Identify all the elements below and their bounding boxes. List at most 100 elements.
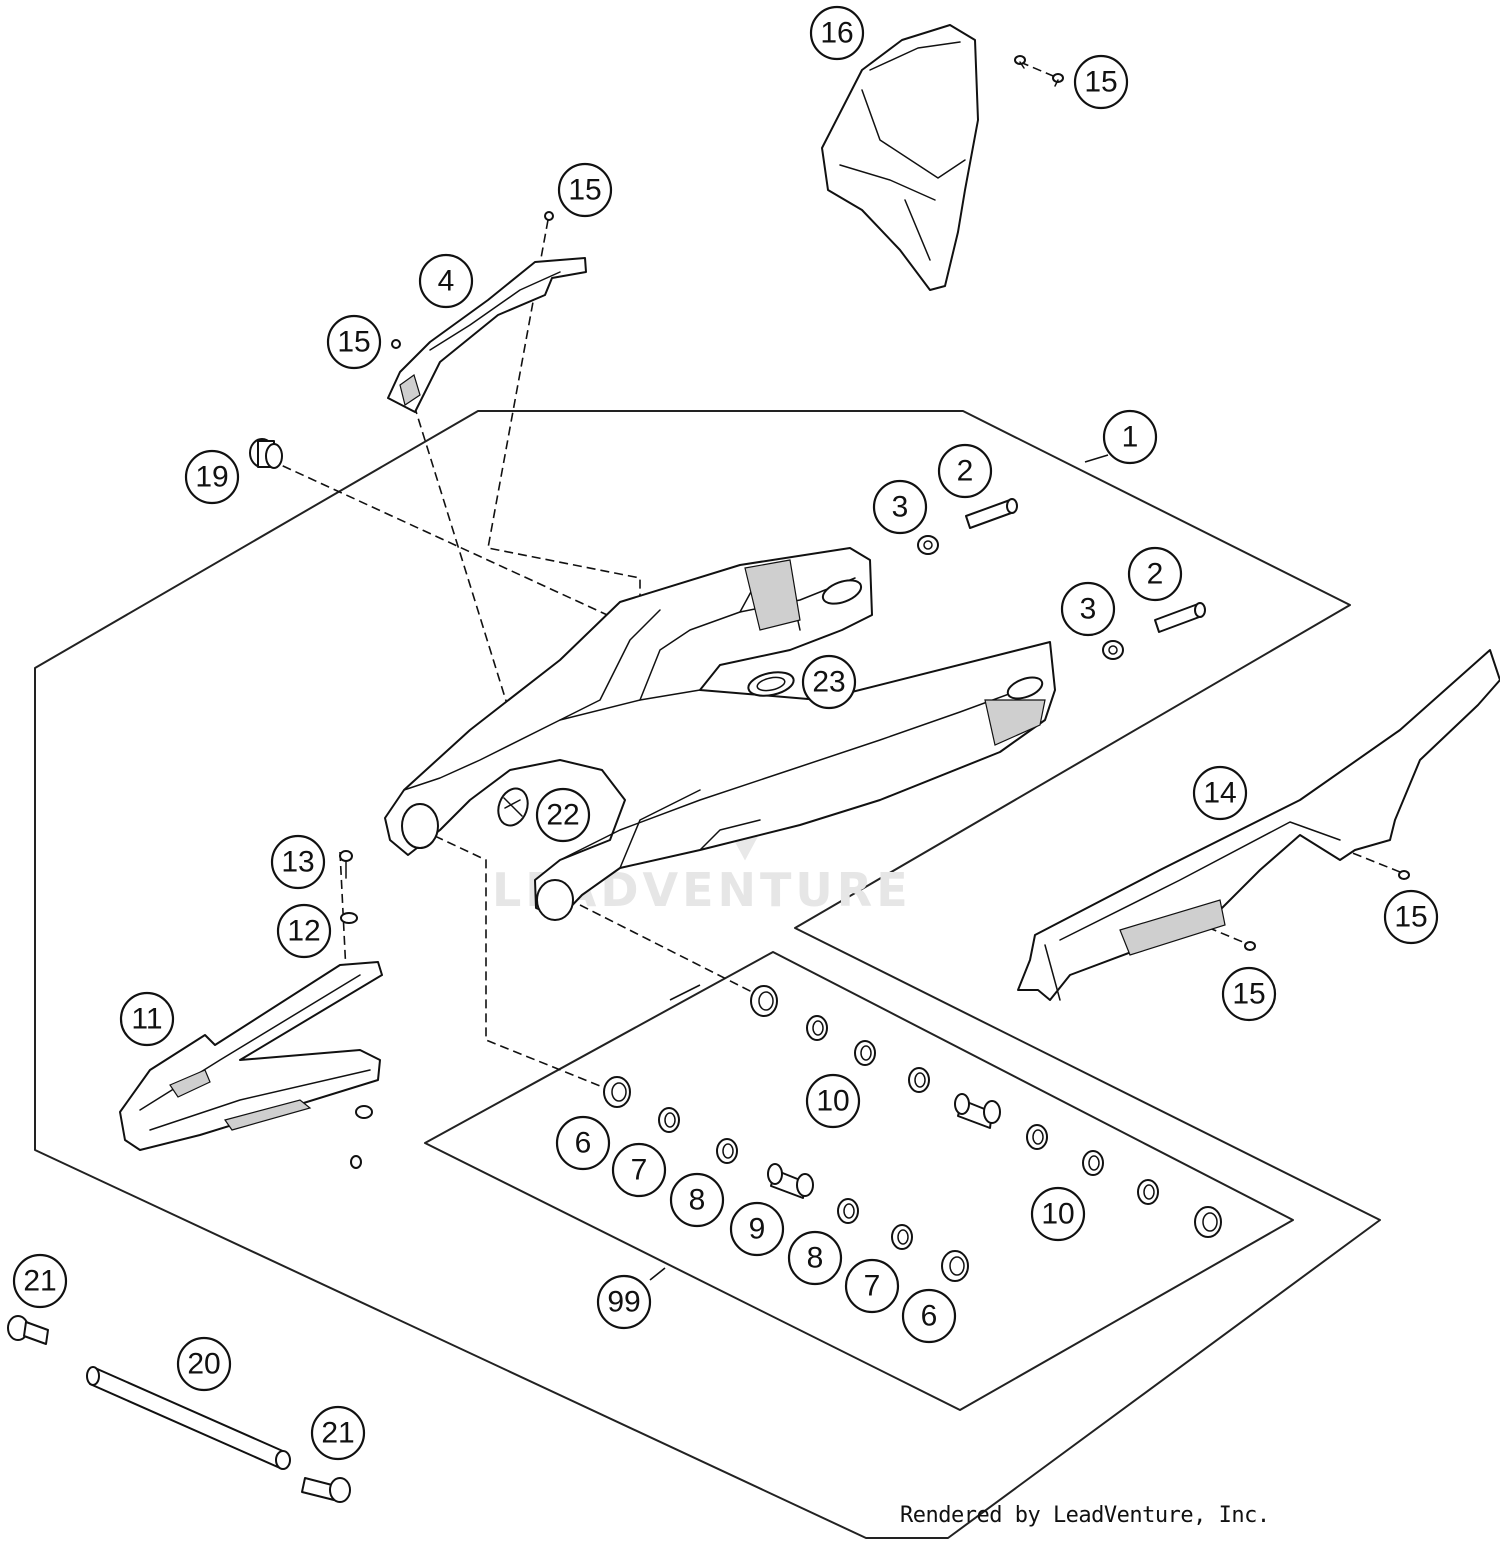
svg-text:6: 6 [575,1127,592,1160]
svg-text:10: 10 [816,1085,849,1118]
assembly-line [579,904,759,996]
svg-text:7: 7 [864,1270,881,1303]
bolt-21 [7,1315,49,1345]
seal-6 [941,1250,969,1282]
svg-text:13: 13 [281,846,314,879]
svg-text:15: 15 [1232,978,1265,1011]
callout-15: 15 [557,162,613,218]
callout-15: 15 [1221,966,1277,1022]
callout-7: 7 [844,1258,900,1314]
assembly-line [421,829,611,1091]
bearing-8 [716,1138,738,1164]
svg-text:2: 2 [1147,558,1164,591]
callout-21: 21 [12,1253,68,1309]
callout-9: 9 [729,1201,785,1257]
svg-text:6: 6 [921,1300,938,1333]
callout-2: 2 [1127,546,1183,602]
svg-text:8: 8 [807,1242,824,1275]
sleeve-9 [767,1163,814,1199]
chain-guard [1017,649,1500,1001]
screw-15 [1014,55,1026,69]
svg-text:20: 20 [187,1348,220,1381]
assembly-line [1339,847,1401,873]
callout-13: 13 [270,834,326,890]
grommet-23 [747,671,795,697]
svg-text:2: 2 [957,455,974,488]
render-credit: Rendered by LeadVenture, Inc. [900,1503,1270,1528]
leader-line [649,1267,666,1281]
assembly-line [409,391,513,721]
svg-text:21: 21 [321,1417,354,1450]
svg-text:9: 9 [749,1213,766,1246]
assembly-outline-1 [34,410,1381,1539]
svg-text:8: 8 [689,1184,706,1217]
rear-fender [821,24,979,291]
seal-10 [1194,1206,1222,1238]
screw-15 [1244,941,1256,951]
pin-2-upper [965,498,1018,529]
bearing-7 [891,1224,913,1250]
seal-6 [750,985,778,1017]
screw-15 [1398,870,1410,880]
callout-15: 15 [326,314,382,370]
callout-12: 12 [276,903,332,959]
callout-16: 16 [809,5,865,61]
callout-14: 14 [1192,765,1248,821]
callout-10: 10 [805,1073,861,1129]
seal-6 [603,1076,631,1108]
bearing-10 [1026,1124,1048,1150]
svg-text:19: 19 [195,461,228,494]
chain-slider [119,961,383,1151]
callout-8: 8 [787,1230,843,1286]
screw-13 [339,850,353,879]
nut-3-lower [1102,640,1124,660]
bearing-10 [908,1067,930,1093]
svg-text:22: 22 [546,799,579,832]
callout-22: 22 [535,787,591,843]
svg-text:4: 4 [438,265,455,298]
svg-text:21: 21 [23,1265,56,1298]
callout-15: 15 [1383,889,1439,945]
svg-text:3: 3 [892,491,909,524]
svg-text:15: 15 [337,326,370,359]
svg-text:12: 12 [287,915,320,948]
assembly-line [269,459,641,631]
callout-20: 20 [176,1336,232,1392]
bearing-8 [837,1198,859,1224]
svg-text:15: 15 [1084,66,1117,99]
callout-6: 6 [901,1288,957,1344]
pin-2-lower [1154,602,1206,633]
bearing-10 [806,1015,828,1041]
callout-21: 21 [310,1405,366,1461]
assembly-line [339,851,347,973]
callout-19: 19 [184,449,240,505]
callout-7: 7 [611,1142,667,1198]
svg-text:7: 7 [631,1154,648,1187]
callout-3: 3 [1060,581,1116,637]
bearing-10 [1137,1179,1159,1205]
svg-text:14: 14 [1203,777,1236,810]
screw-15 [1052,73,1064,87]
svg-text:15: 15 [568,174,601,207]
chain-guide-upper [387,257,587,413]
callout-23: 23 [801,654,857,710]
bearing-10 [854,1040,876,1066]
assembly-line [1019,61,1059,79]
bearing-7 [658,1107,680,1133]
svg-text:11: 11 [131,1003,162,1036]
kit-outline-99 [424,951,1294,1411]
callout-2: 2 [937,443,993,499]
callout-8: 8 [669,1172,725,1228]
assembly-line [1194,921,1251,946]
svg-text:99: 99 [607,1286,640,1319]
callout-15: 15 [1073,54,1129,110]
bushing-19 [249,438,283,469]
grommet-22 [497,787,529,827]
nut-11 [355,1105,373,1119]
swingarm [384,547,1056,921]
screw-15 [544,211,554,221]
svg-text:10: 10 [1041,1198,1074,1231]
bearing-10 [1082,1150,1104,1176]
svg-text:23: 23 [812,666,845,699]
